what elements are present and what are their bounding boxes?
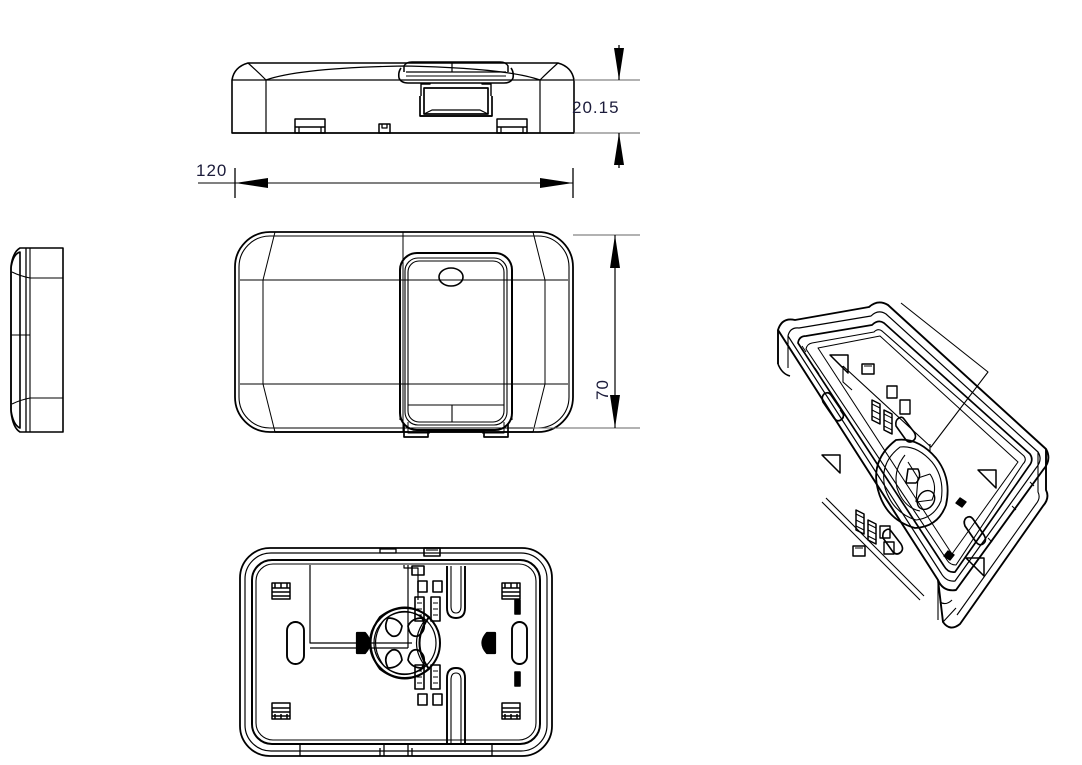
isometric-view — [777, 301, 1050, 629]
dim-arrow-down-2 — [610, 395, 620, 428]
dim-arrow-right — [540, 178, 573, 188]
width-dim: 120 — [196, 161, 574, 198]
dim-arrow-up-2 — [610, 235, 620, 268]
front-view — [234, 231, 640, 438]
depth-dim-label: 70 — [593, 379, 612, 400]
height-dim: 20.15 — [572, 45, 624, 168]
rear-interior-view — [239, 547, 553, 757]
depth-dim: 70 — [593, 235, 620, 428]
left-side-view — [10, 247, 64, 433]
height-dim-label: 20.15 — [572, 98, 620, 117]
top-edge-view — [231, 61, 640, 134]
width-dim-label: 120 — [196, 161, 227, 180]
dim-arrow-up — [614, 48, 624, 80]
dim-arrow-down — [614, 133, 624, 165]
dim-arrow-left — [235, 178, 268, 188]
